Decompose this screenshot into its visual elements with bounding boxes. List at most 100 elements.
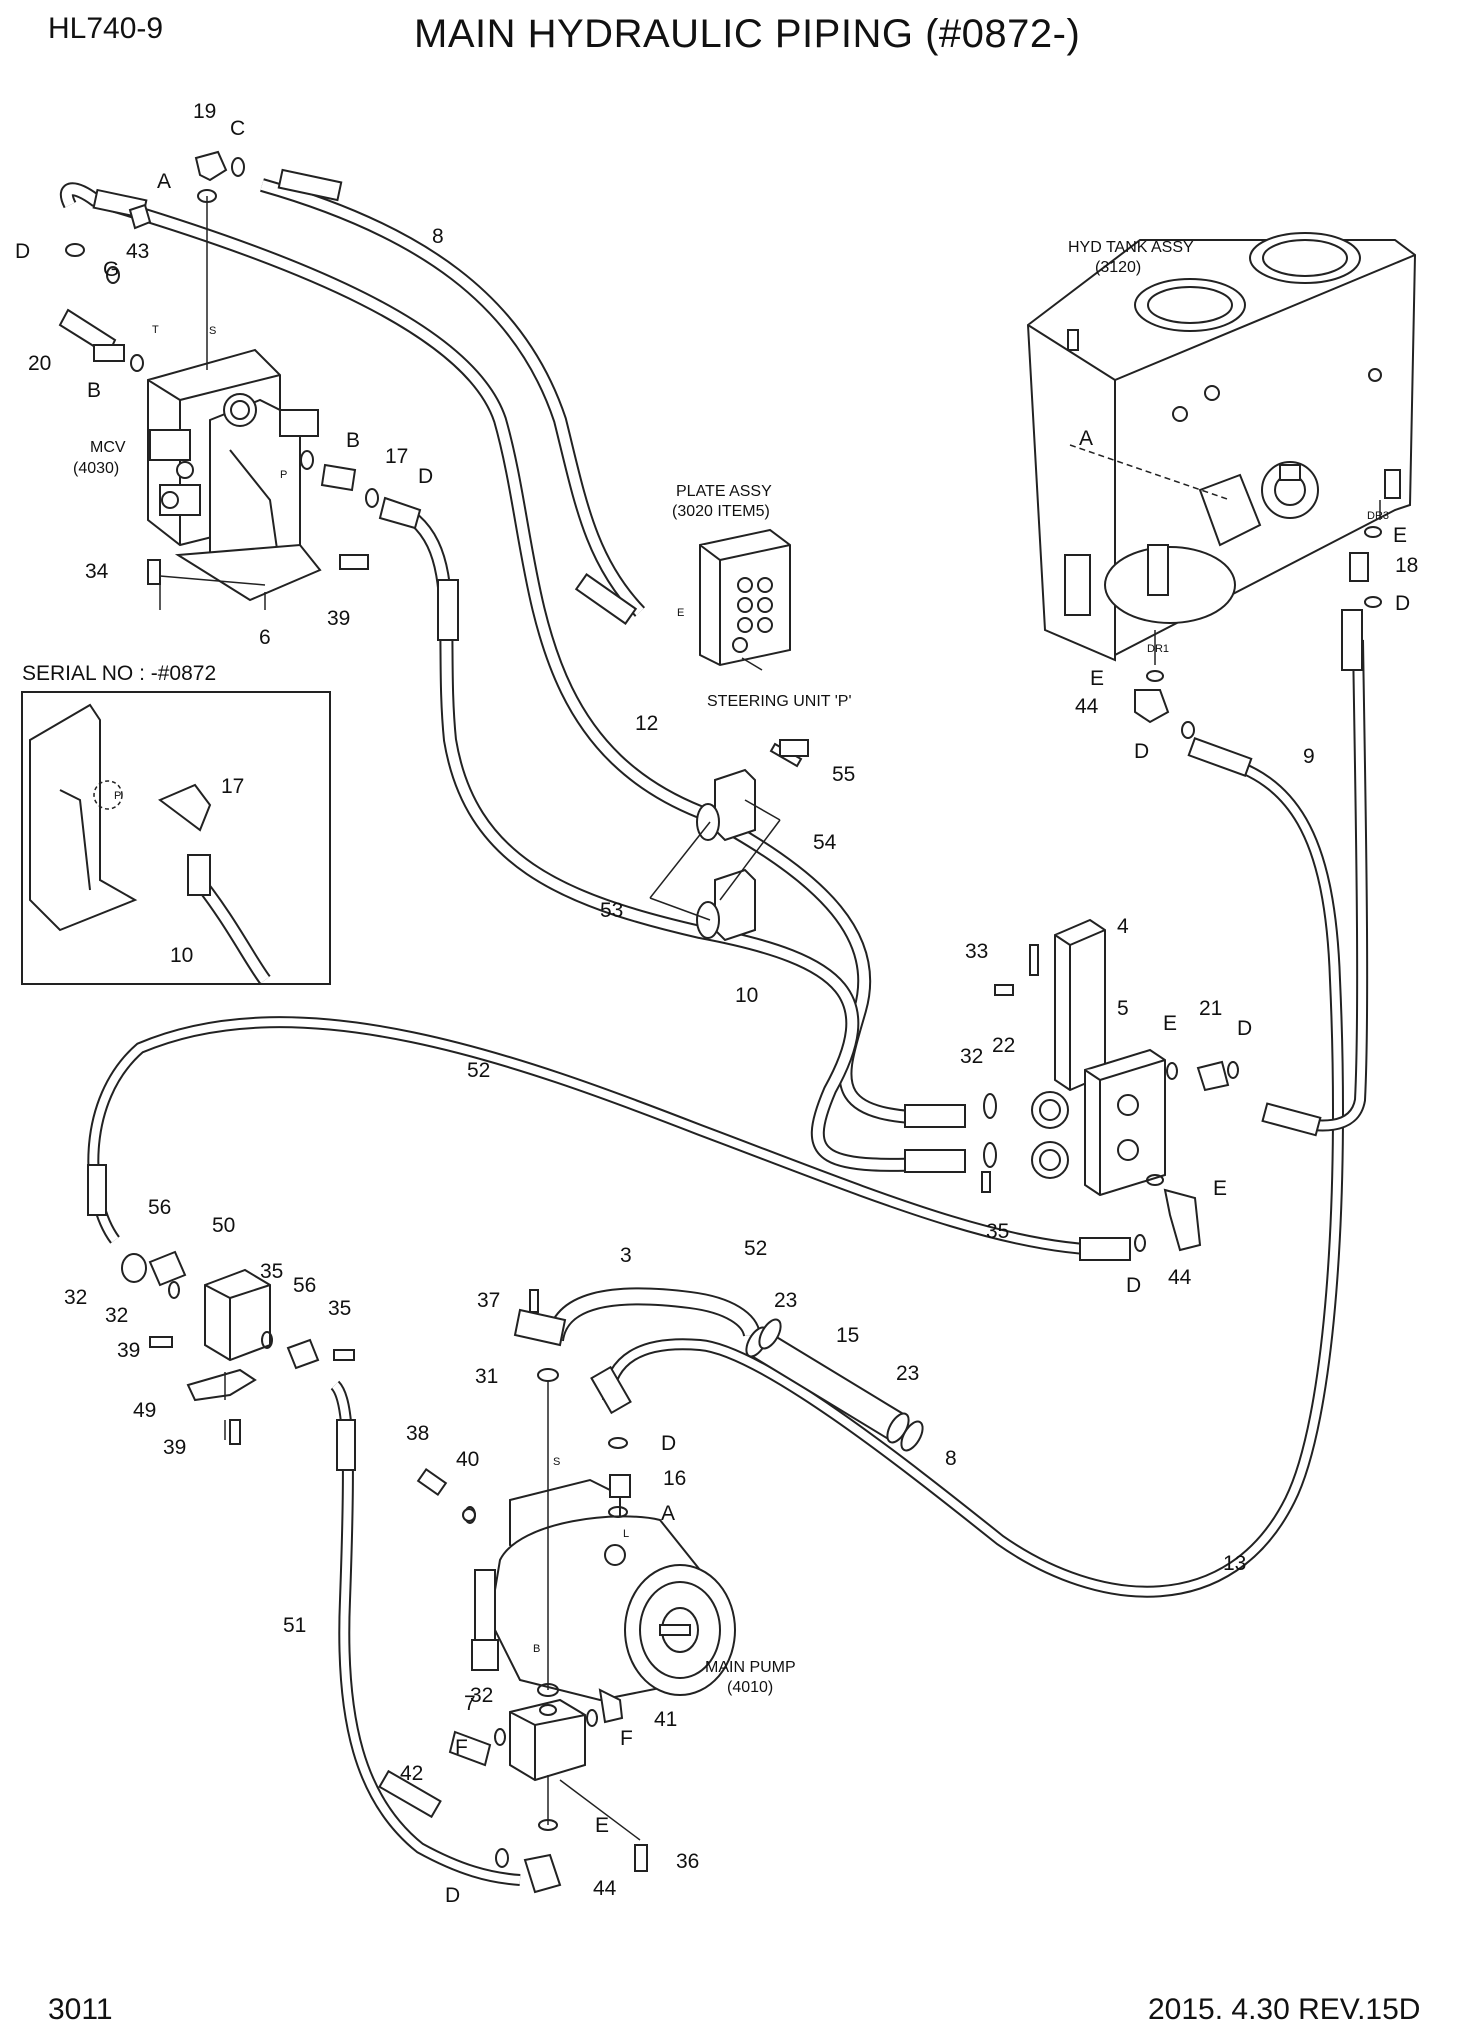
callout-label: 53 xyxy=(600,899,623,922)
port-dr1: DR1 xyxy=(1147,643,1169,655)
port-e-plate: E xyxy=(677,607,684,619)
serial-number-label: SERIAL NO : -#0872 xyxy=(22,662,216,685)
page-number: 3011 xyxy=(48,1993,113,2026)
callout-label: 23 xyxy=(896,1362,919,1385)
plate-assy xyxy=(699,528,791,667)
callout-label: 12 xyxy=(635,712,658,735)
callout-label: 31 xyxy=(475,1365,498,1388)
hose-lines xyxy=(59,178,1369,1886)
callout-label: D xyxy=(15,240,30,263)
mcv-label: MCV xyxy=(90,439,126,456)
callout-label: 40 xyxy=(456,1448,479,1471)
callout-label: 35 xyxy=(260,1260,283,1283)
callout-labels: 19 C A D 43 G 20 B 8 B 17 D 34 39 6 17 1… xyxy=(15,100,1418,1907)
callout-label: 4 xyxy=(1117,915,1129,938)
hyd-tank-part-number: (3120) xyxy=(1095,259,1141,276)
callout-label: 52 xyxy=(467,1059,490,1082)
leader-lines xyxy=(159,196,1381,1841)
callout-label: 49 xyxy=(133,1399,156,1422)
callout-label: 32 xyxy=(960,1045,983,1068)
callout-label: E xyxy=(1090,667,1104,690)
callout-label: 32 xyxy=(64,1286,87,1309)
callout-label: B xyxy=(346,429,360,452)
callout-label: 56 xyxy=(293,1274,316,1297)
callout-label: 5 xyxy=(1117,997,1129,1020)
callout-label: 41 xyxy=(654,1708,677,1731)
callout-label: D xyxy=(1134,740,1149,763)
o-rings xyxy=(65,157,1382,1868)
hydraulic-tank xyxy=(1026,232,1417,662)
callout-label: 34 xyxy=(85,560,109,583)
callout-label: C xyxy=(230,117,245,140)
callout-label: 16 xyxy=(663,1467,686,1490)
callout-label: 22 xyxy=(992,1034,1015,1057)
port-p-mcv: P xyxy=(280,469,287,481)
hose-ends xyxy=(87,168,1363,1819)
callout-label: 39 xyxy=(117,1339,140,1362)
callout-label: 8 xyxy=(432,225,444,248)
callout-label: 43 xyxy=(126,240,149,263)
callout-label: 17 xyxy=(385,445,408,468)
callout-label: 10 xyxy=(735,984,758,1007)
callout-label: 32 xyxy=(470,1684,493,1707)
block-50 xyxy=(148,1250,320,1402)
mcv-part-number: (4030) xyxy=(73,460,119,477)
port-s-mcv: S xyxy=(209,325,216,337)
callout-label: 44 xyxy=(1075,695,1099,718)
callout-label: 19 xyxy=(193,100,216,123)
mcv-valve xyxy=(147,348,322,602)
callout-label: D xyxy=(1237,1017,1252,1040)
callout-label: E xyxy=(1163,1012,1177,1035)
callout-label: 6 xyxy=(259,626,271,649)
hyd-tank-label: HYD TANK ASSY xyxy=(1068,239,1194,256)
callout-label: E xyxy=(595,1814,609,1837)
callout-label: E xyxy=(1393,524,1407,547)
callout-label: 23 xyxy=(774,1289,797,1312)
callout-label: F xyxy=(620,1727,633,1750)
plate-assy-label: PLATE ASSY xyxy=(676,483,772,500)
clamps xyxy=(696,742,803,942)
callout-label: 44 xyxy=(593,1877,617,1900)
callout-label: 35 xyxy=(328,1297,351,1320)
callout-label: 7 xyxy=(464,1692,476,1715)
callout-label: E xyxy=(1213,1177,1227,1200)
callout-label: D xyxy=(1395,592,1410,615)
callout-label: 52 xyxy=(744,1237,767,1260)
callout-label: 17 xyxy=(221,775,244,798)
callout-label: 15 xyxy=(836,1324,859,1347)
callout-label: F xyxy=(455,1736,468,1759)
block-and-bracket xyxy=(1031,918,1166,1197)
callout-label: D xyxy=(661,1432,676,1455)
callout-label: A xyxy=(661,1502,675,1525)
fittings xyxy=(58,150,1369,1894)
port-b-pump: B xyxy=(533,1643,540,1655)
callout-label: 44 xyxy=(1168,1266,1192,1289)
callout-label: 18 xyxy=(1395,554,1418,577)
steering-unit-label: STEERING UNIT 'P' xyxy=(707,693,852,710)
port-dr3: DR3 xyxy=(1367,510,1389,522)
main-pump-part-number: (4010) xyxy=(727,1679,773,1696)
callout-label: 50 xyxy=(212,1214,235,1237)
port-l-pump: L xyxy=(623,1528,629,1540)
callout-label: 32 xyxy=(105,1304,128,1327)
main-pump-label: MAIN PUMP xyxy=(705,1659,796,1676)
callout-label: D xyxy=(418,465,433,488)
callout-label: 55 xyxy=(832,763,855,786)
callout-label: 37 xyxy=(477,1289,500,1312)
callout-label: B xyxy=(87,379,101,402)
callout-label: 42 xyxy=(400,1762,423,1785)
callout-label: 51 xyxy=(283,1614,306,1637)
callout-label: 13 xyxy=(1223,1552,1246,1575)
revision-date: 2015. 4.30 REV.15D xyxy=(1148,1993,1421,2026)
callout-label: D xyxy=(445,1884,460,1907)
callout-label: D xyxy=(1126,1274,1141,1297)
callout-label: 36 xyxy=(676,1850,699,1873)
callout-label: 33 xyxy=(965,940,988,963)
callout-label: 38 xyxy=(406,1422,429,1445)
callout-label: 39 xyxy=(163,1436,186,1459)
main-pump xyxy=(471,1478,736,1702)
callout-label: 54 xyxy=(813,831,837,854)
callout-label: 35 xyxy=(986,1220,1009,1243)
port-t-mcv: T xyxy=(152,324,159,336)
